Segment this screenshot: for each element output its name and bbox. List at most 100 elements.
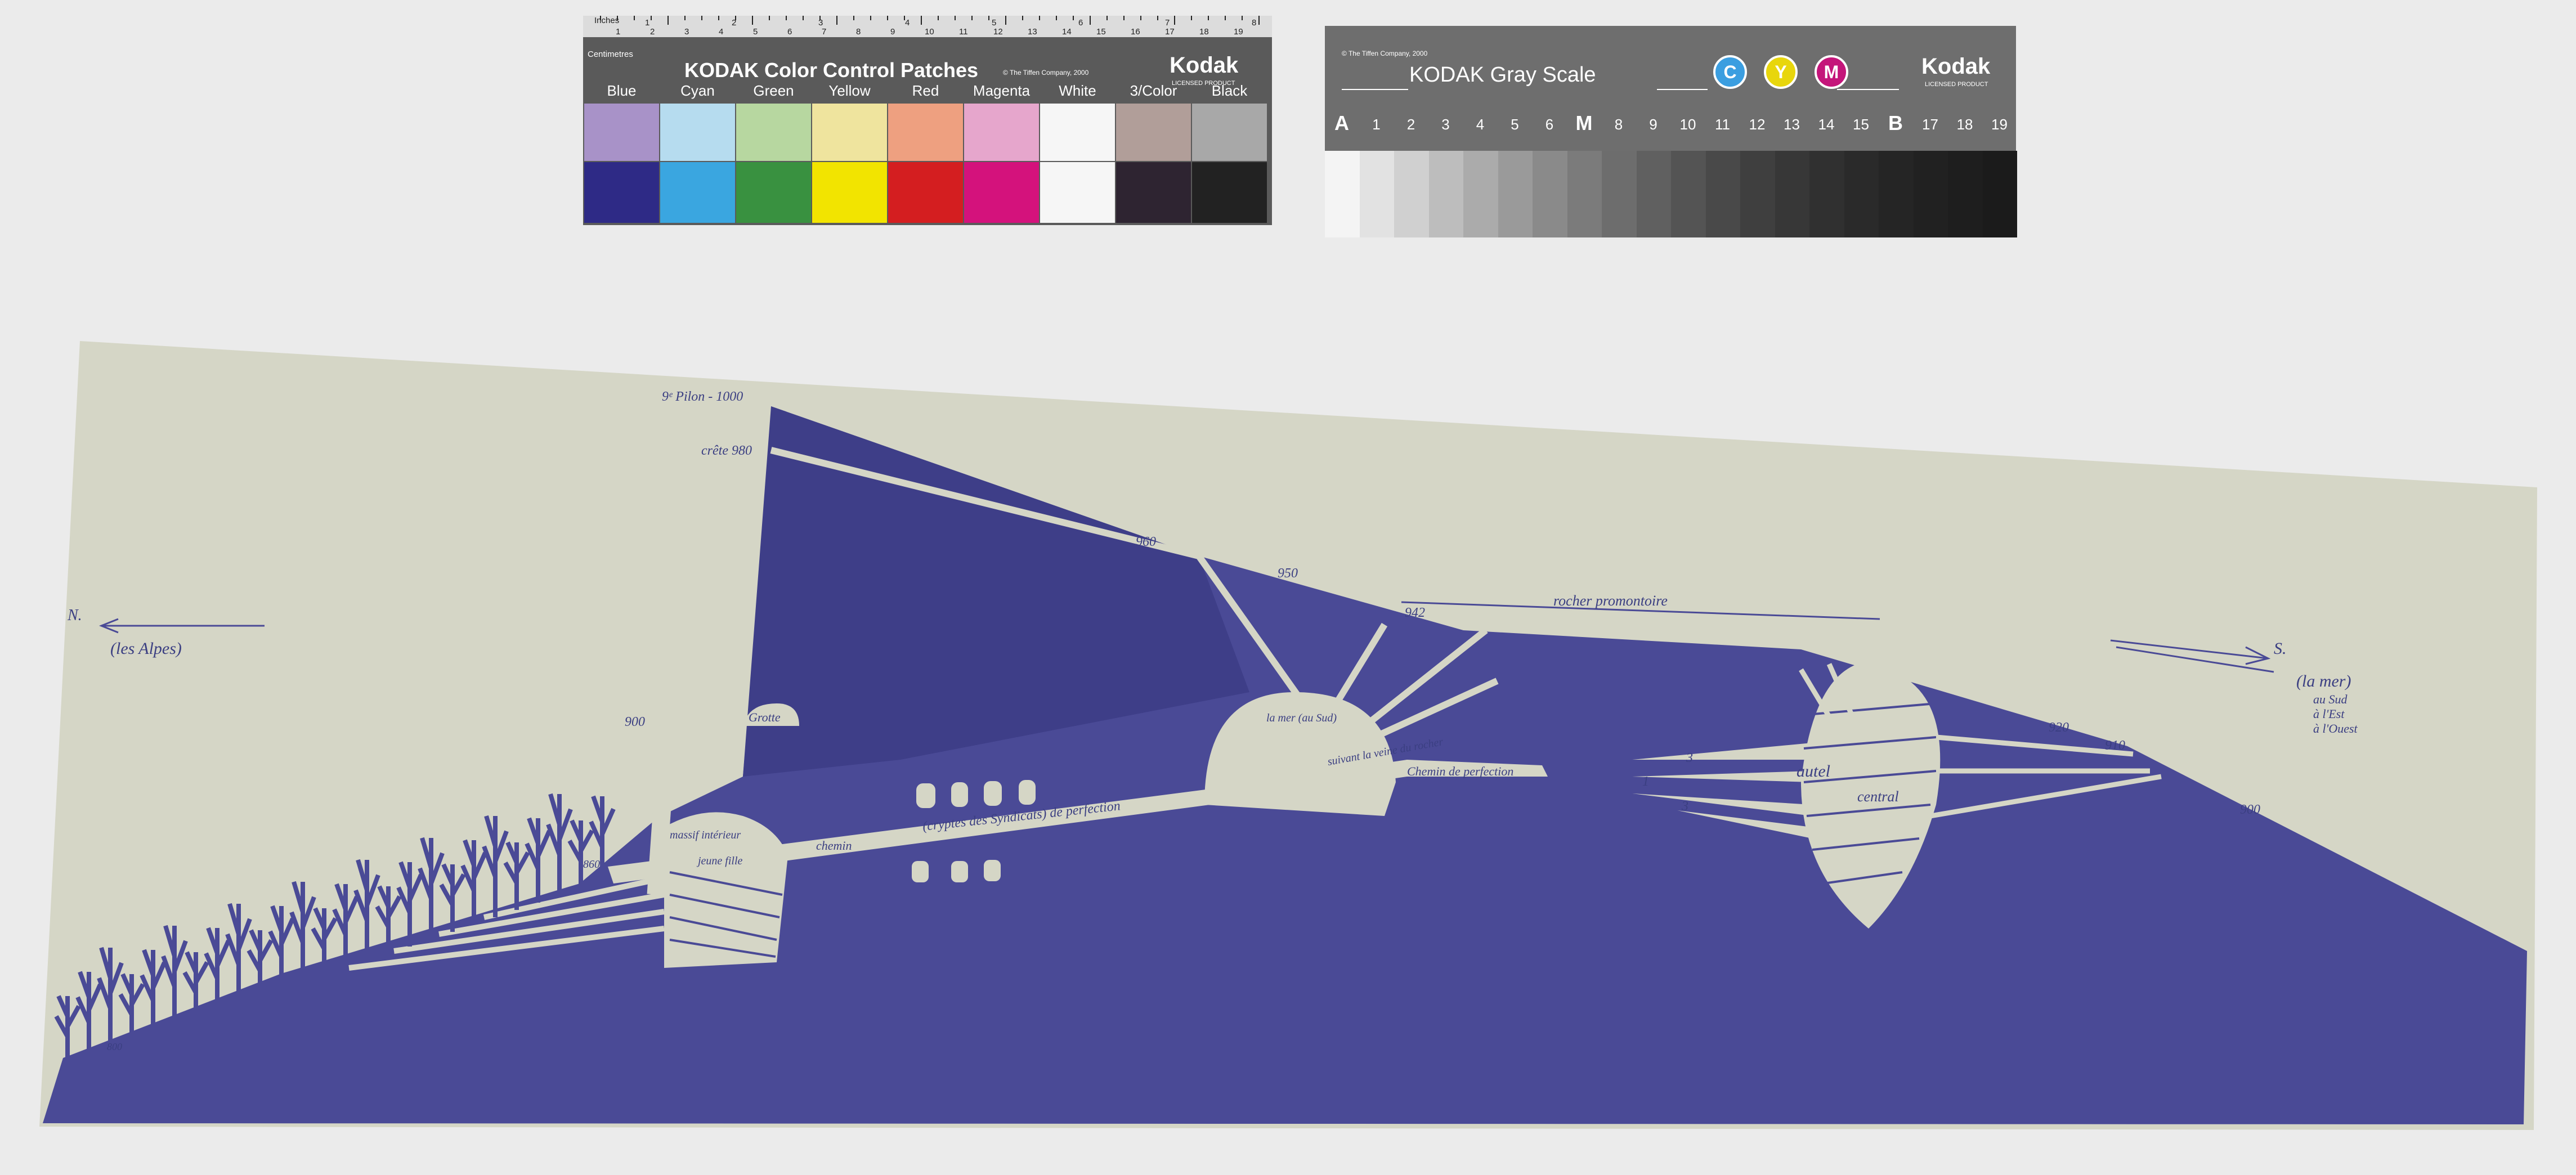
tree [268,905,295,990]
gray-step-patch [1913,151,1948,237]
gray-step-label: A [1334,111,1349,134]
annotations: 9ᵉ Pilon - 1000 crête 980 N. (les Alpes)… [67,389,2358,1052]
label-950: 950 [1278,566,1298,581]
ruler-tick [1022,16,1023,20]
patch-name: Cyan [680,82,715,99]
ruler-tick [1140,16,1141,20]
ruler-tick [617,16,618,20]
ruler-tick [904,16,905,20]
cm-mark: 14 [1062,27,1072,37]
label-960: 960 [1136,535,1156,549]
gray-title-rule-right [1657,89,1708,90]
cm-mark: 2 [650,27,655,37]
gray-step-patch [1394,151,1429,237]
ruler-tick [819,16,821,20]
gray-scale-target: © The Tiffen Company, 2000 KODAK Gray Sc… [1325,26,2017,237]
tree [589,795,616,881]
tree [225,903,252,1005]
chemin-de-perfection [608,760,1548,884]
gray-step-label: 6 [1545,116,1554,133]
label-chemin-perfection: Chemin de perfection [1407,764,1513,778]
ruler-tick [971,16,973,20]
tree [418,837,445,939]
cm-mark: 18 [1199,27,1209,37]
ruler-tick [887,16,888,20]
gray-step-label: 9 [1649,116,1657,133]
tree [204,927,231,1012]
grotte-niche [743,703,799,726]
ruler-tick [735,16,736,20]
gray-step-label: 17 [1922,116,1938,133]
patch-light [964,104,1039,161]
ruler-tick [667,16,669,25]
patch-name: 3/Color [1130,82,1177,99]
tree [247,929,274,998]
gray-step-label: 2 [1406,116,1415,133]
ruler-tick [853,16,854,20]
gray-step-patch [1740,151,1775,237]
gray-step-patch [1705,151,1740,237]
gray-step-label: 18 [1956,116,1973,133]
label-920: 920 [2049,720,2069,735]
cm-mark: 16 [1131,27,1140,37]
ruler-tick [1005,16,1006,25]
ruler-tick [701,16,702,20]
gray-step-label: 4 [1476,116,1485,133]
gray-title-rule-left [1342,89,1408,90]
ruler-tick [1208,16,1209,20]
label-900a: 900 [625,715,645,729]
cm-mark: 13 [1028,27,1037,37]
patch-dark [736,162,811,223]
tree [546,793,573,895]
inch-mark: 4 [905,18,910,28]
gray-title-rule-far [1837,89,1899,90]
ruler-tick [769,16,770,20]
label-la-mer: (la mer) [2296,672,2351,690]
massif-interieur [664,812,788,968]
tree [75,971,102,1056]
tree [97,947,124,1049]
gray-step-patch [1359,151,1394,237]
tree [332,883,359,968]
label-chemin: chemin [816,838,852,853]
patch-dark [584,162,659,223]
cm-mark: 12 [993,27,1003,37]
ruler-tick [752,16,753,25]
label-south: S. [2274,639,2287,658]
label-a-lest: à l'Est [2313,707,2345,721]
cm-mark: 8 [856,27,861,37]
label-north: N. [67,607,82,624]
cm-mark: 7 [822,27,827,37]
tree [375,885,402,954]
patch-light [1040,104,1115,161]
inch-mark: 3 [818,18,823,28]
ruler-tick [718,16,719,20]
ruler-tick [1191,16,1192,20]
label-n3a: 3 [1686,751,1693,765]
tree [118,973,145,1042]
ruler-tick [651,16,652,20]
blueprint-drawing: 9ᵉ Pilon - 1000 crête 980 N. (les Alpes)… [39,341,2537,1130]
patch-name: Blue [607,82,637,99]
label-les-alpes: (les Alpes) [110,639,182,658]
kodak-logo-gray: Kodak [1921,54,1991,79]
label-942: 942 [1405,606,1425,620]
ruler-tick [988,16,989,20]
ruler-tick [634,16,635,20]
ruler-tick [1258,16,1260,25]
gray-step-patch [1567,151,1602,237]
cm-mark: 3 [684,27,689,37]
patch-light [1116,104,1191,161]
label-860: 860 [583,858,600,871]
gray-step-patch [1463,151,1498,237]
ruler-tick [1174,16,1175,25]
crypts [912,780,1036,882]
tree [311,907,338,976]
gray-step-patch [1844,151,1879,237]
ruler-tick [1073,16,1074,20]
kodak-logo: Kodak [1170,53,1239,78]
label-central: central [1857,788,1899,805]
color-target-copyright: © The Tiffen Company, 2000 [1003,69,1089,77]
label-pylon: 9ᵉ Pilon - 1000 [662,389,743,404]
